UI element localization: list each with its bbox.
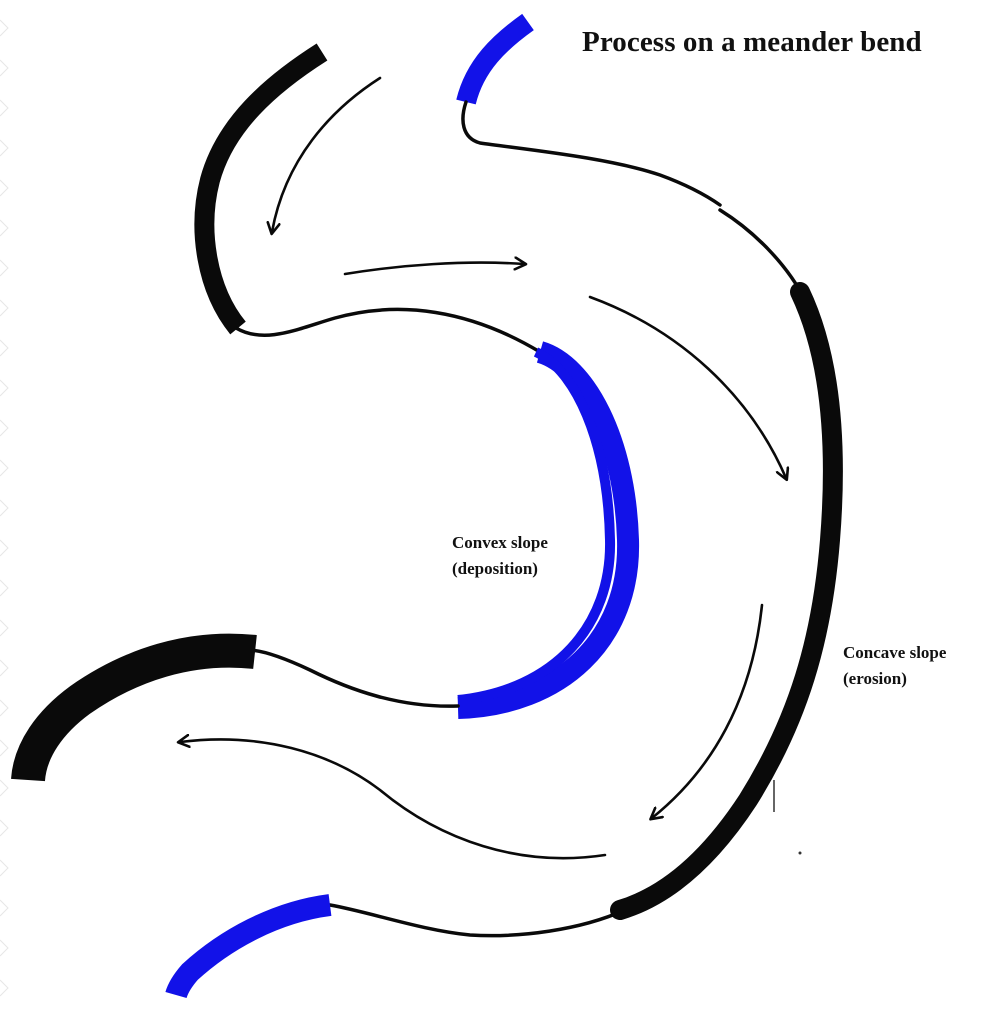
concave-slope-label-line2: (erosion) <box>843 666 946 692</box>
inner-bank-upper-thick <box>204 52 322 328</box>
inner-bank-lower-thick <box>28 651 255 780</box>
stray-dot <box>799 852 802 855</box>
diagram-title: Process on a meander bend <box>582 26 922 59</box>
convex-slope-label-line2: (deposition) <box>452 556 548 582</box>
convex-slope-label-line1: Convex slope <box>452 530 548 556</box>
inner-bank-thin-lower <box>248 650 458 706</box>
outer-bank-thin-bottom <box>330 905 625 936</box>
concave-slope-label: Concave slope (erosion) <box>843 640 946 692</box>
outer-bank-lower-blue <box>176 905 330 995</box>
outer-bank-upper-blue <box>466 22 528 102</box>
concave-slope-label-line1: Concave slope <box>843 640 946 666</box>
flow-arrow-5 <box>180 739 605 858</box>
inner-bank-thin-upper <box>236 309 540 352</box>
edge-texture <box>0 20 8 996</box>
outer-bank-thin-top <box>463 102 720 205</box>
flow-arrow-1 <box>272 78 380 232</box>
convex-slope-label: Convex slope (deposition) <box>452 530 548 582</box>
flow-arrow-2 <box>345 263 524 274</box>
